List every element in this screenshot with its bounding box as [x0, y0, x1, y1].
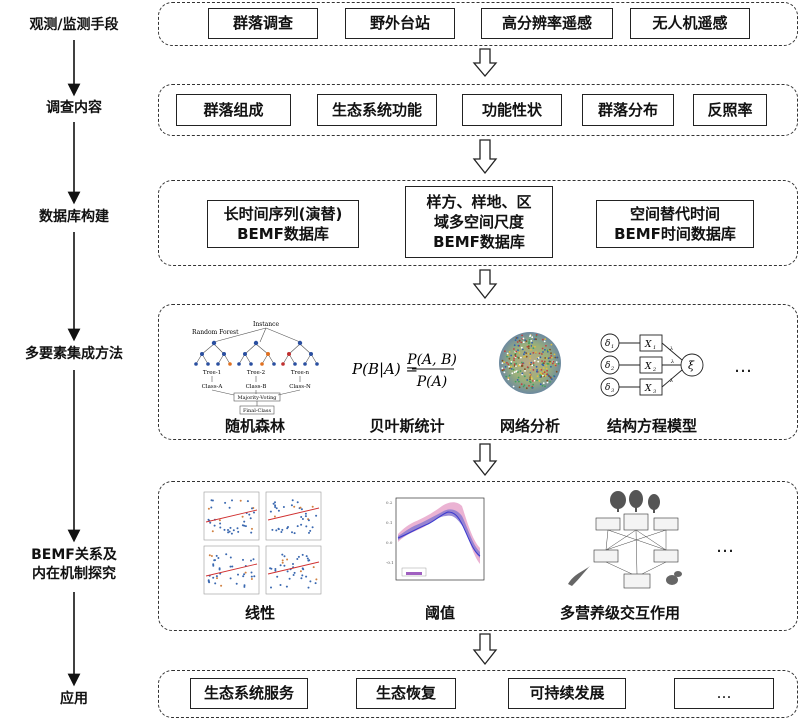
label-network-analysis: 网络分析 [499, 417, 560, 435]
label-linear: 线性 [244, 604, 275, 622]
box-long-term-database: 长时间序列(演替) BEMF数据库 [207, 200, 359, 248]
box-community-composition: 群落组成 [176, 94, 291, 126]
svg-text:0.0: 0.0 [386, 540, 393, 545]
svg-text:P(B|A) =: P(B|A) = [352, 360, 418, 378]
methods-ellipsis: … [734, 356, 752, 377]
svg-text:0.1: 0.1 [386, 520, 392, 525]
stage-application [158, 670, 798, 718]
hollow-arrow-5 [472, 633, 498, 666]
hollow-arrow-1 [472, 48, 498, 78]
label-application: 应用 [60, 691, 88, 707]
stage-observation [158, 2, 798, 46]
network-analysis-figure [499, 332, 561, 394]
box-more-applications: … [674, 678, 774, 709]
stage-bemf-relationship [158, 481, 798, 631]
box-albedo: 反照率 [693, 94, 767, 126]
svg-text:Class-A: Class-A [202, 384, 224, 390]
svg-text:δ: δ [605, 361, 610, 371]
svg-text:0.2: 0.2 [386, 500, 393, 505]
svg-text:-0.1: -0.1 [386, 560, 394, 565]
box-sustainable-development: 可持续发展 [508, 678, 626, 709]
bayes-formula: P(B|A) = P(A, B) P(A) [352, 352, 457, 390]
svg-text:ξ: ξ [688, 359, 695, 372]
box-uav-remote-sensing: 无人机遥感 [630, 8, 750, 39]
linear-scatter-figure [203, 491, 322, 595]
multitrophic-diagram-figure [568, 490, 682, 589]
svg-text:λ: λ [669, 346, 673, 352]
svg-text:Random Forest: Random Forest [192, 329, 239, 336]
left-axis-arrows [67, 40, 81, 687]
label-multitrophic: 多营养级交互作用 [559, 604, 680, 622]
box-community-survey: 群落调查 [208, 8, 318, 39]
svg-text:λ: λ [670, 359, 674, 365]
random-forest-figure: Instance Random Forest Tree-1 Tree-2 Tre… [192, 321, 319, 415]
svg-text:δ: δ [605, 339, 610, 349]
stage-integration-methods [158, 304, 798, 440]
hollow-arrow-3 [472, 269, 498, 300]
svg-text:X: X [644, 384, 652, 394]
box-multi-scale-database: 样方、样地、区 域多空间尺度 BEMF数据库 [405, 186, 553, 258]
svg-text:P(A, B): P(A, B) [406, 352, 457, 368]
label-random-forest: 随机森林 [224, 417, 285, 435]
hollow-arrow-2 [472, 139, 498, 175]
box-functional-traits: 功能性状 [462, 94, 562, 126]
svg-text:Class-N: Class-N [289, 384, 311, 390]
svg-text:P(A): P(A) [416, 374, 447, 390]
stage-survey-content [158, 84, 798, 136]
label-bemf-relationship: BEMF关系及 内在机制探究 [31, 547, 117, 582]
svg-text:Final-Class: Final-Class [243, 408, 272, 414]
box-space-for-time-database: 空间替代时间 BEMF时间数据库 [596, 200, 754, 248]
label-database: 数据库构建 [39, 209, 109, 225]
stage-database [158, 180, 798, 266]
box-ecosystem-services: 生态系统服务 [190, 678, 308, 709]
label-survey-content: 调查内容 [46, 100, 102, 116]
label-integration-methods: 多要素集成方法 [25, 346, 123, 362]
svg-text:3: 3 [653, 389, 656, 395]
svg-text:X: X [644, 362, 652, 372]
box-community-distribution: 群落分布 [582, 94, 674, 126]
svg-text:1: 1 [611, 344, 614, 350]
svg-text:Majority-Voting: Majority-Voting [237, 395, 277, 401]
svg-text:Class-B: Class-B [246, 384, 267, 390]
svg-text:2: 2 [652, 367, 656, 373]
hollow-arrow-4 [472, 443, 498, 477]
svg-text:X: X [644, 340, 652, 350]
svg-text:Instance: Instance [253, 321, 280, 328]
svg-text:Tree-1: Tree-1 [203, 370, 221, 376]
svg-text:δ: δ [605, 383, 610, 393]
threshold-plot-figure: 0.2 0.1 0.0 -0.1 [386, 497, 485, 581]
label-bayesian-statistics: 贝叶斯统计 [369, 417, 445, 435]
box-ecosystem-function: 生态系统功能 [317, 94, 437, 126]
label-observation: 观测/监测手段 [29, 17, 119, 33]
svg-text:1: 1 [653, 345, 656, 351]
svg-text:Tree-2: Tree-2 [247, 370, 265, 376]
label-threshold: 阈值 [424, 604, 455, 622]
svg-text:2: 2 [610, 366, 614, 372]
label-sem: 结构方程模型 [606, 417, 697, 435]
svg-text:Tree-n: Tree-n [291, 370, 310, 376]
box-ecological-restoration: 生态恢复 [356, 678, 456, 709]
box-high-res-remote-sensing: 高分辨率遥感 [481, 8, 613, 39]
svg-text:3: 3 [611, 388, 614, 394]
box-field-station: 野外台站 [345, 8, 455, 39]
relationships-ellipsis: … [716, 536, 734, 557]
svg-text:λ: λ [669, 378, 673, 384]
